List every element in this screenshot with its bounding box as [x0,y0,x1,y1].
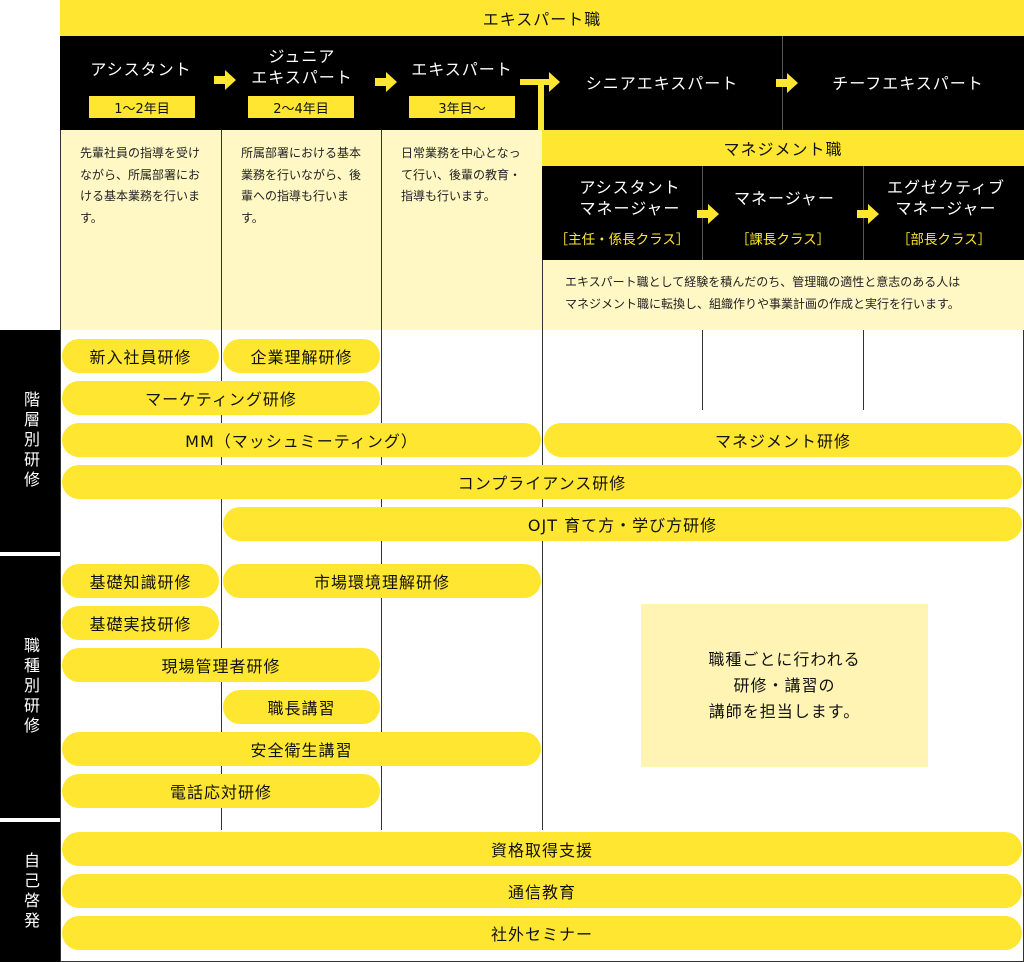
stage-assistant-years: 1〜2年目 [114,101,170,117]
section-job-type-label: 職種別研修 [21,637,40,737]
stage-junior-expert-title-2: エキスパート [251,68,353,87]
role-manager: マネージャー [712,188,857,209]
training-external-seminar: 社外セミナー [62,916,1022,950]
training-foreman: 職長講習 [223,690,380,724]
section-self-development: 自己啓発 [0,822,60,962]
training-ojt: OJT 育て方・学び方研修 [223,507,1022,541]
section-hierarchical-label: 階層別研修 [21,391,40,491]
job-type-note-line-3: 講師を担当します。 [708,701,861,721]
grid-line [702,330,703,410]
section-job-type: 職種別研修 [0,556,60,818]
role-executive-manager: エグゼクティブ マネージャー [872,177,1020,219]
stage-chief-expert: チーフエキスパート [800,72,1016,94]
management-track-header: マネジメント職 [542,130,1024,166]
arrow-right-icon [776,73,798,93]
job-type-note: 職種ごとに行われる 研修・講習の 講師を担当します。 [641,604,928,767]
stage-expert-title: エキスパート [411,59,513,79]
arrow-right-icon [214,70,236,90]
training-safety-health: 安全衛生講習 [62,732,541,766]
stage-junior-expert-years: 2〜4年目 [273,101,329,117]
job-type-note-line-2: 研修・講習の [733,675,836,695]
grid-line [60,130,61,962]
management-track-title: マネジメント職 [723,140,843,159]
stage-junior-expert-desc: 所属部署における基本業務を行いながら、後輩への指導も行います。 [241,146,362,225]
section-hierarchical: 階層別研修 [0,330,60,552]
stage-senior-expert-title: シニアエキスパート [585,73,739,93]
arrow-right-icon [375,72,397,92]
management-desc-line-2: マネジメント職に転換し、組織作りや事業計画の作成と実行を行います。 [565,296,960,311]
stage-junior-expert-badge: 2〜4年目 [248,96,354,118]
stage-junior-expert-title-1: ジュニア [268,47,336,66]
stage-expert-badge: 3年目〜 [409,96,515,118]
stage-senior-expert: シニアエキスパート [542,72,782,94]
training-site-manager: 現場管理者研修 [62,648,380,682]
stage-expert-years: 3年目〜 [438,101,486,117]
training-basic-skills: 基礎実技研修 [62,606,219,640]
training-corporate-understanding: 企業理解研修 [223,339,380,373]
stage-expert-desc: 日常業務を中心となって行い、後輩の教育・指導も行います。 [401,146,522,203]
role-assistant-manager-title-2: マネージャー [579,199,681,218]
expert-track-header: エキスパート職 [60,0,1024,36]
role-assistant-manager-title-1: アシスタント [579,178,681,197]
section-self-development-label: 自己啓発 [21,852,40,932]
grid-line [863,330,864,410]
stage-junior-expert: ジュニア エキスパート [222,46,382,90]
role-executive-manager-class: ［部長クラス］ [896,232,992,248]
training-compliance: コンプライアンス研修 [62,465,1022,499]
arrow-right-icon [697,204,719,224]
grid-line [542,260,543,830]
role-manager-class: ［課長クラス］ [735,232,831,248]
stage-assistant-desc: 先輩社員の指導を受けながら、所属部署における基本業務を行います。 [80,146,201,225]
management-desc-area [542,260,1024,330]
training-phone-handling: 電話応対研修 [62,774,380,808]
training-correspondence: 通信教育 [62,874,1022,908]
stage-chief-expert-title: チーフエキスパート [832,73,984,93]
stage-assistant-badge: 1〜2年目 [89,96,195,118]
training-mm: MM（マッシュミーティング） [62,423,541,457]
stage-assistant: アシスタント [60,58,222,80]
role-assistant-manager: アシスタント マネージャー [560,177,700,219]
stage-assistant-title: アシスタント [90,59,192,79]
management-desc: エキスパート職として経験を積んだのち、管理職の適性と意志のある人は マネジメント… [565,272,1015,315]
training-marketing: マーケティング研修 [62,381,380,415]
management-band [542,166,1024,260]
training-basic-knowledge: 基礎知識研修 [62,564,219,598]
stage-desc-area [60,130,542,330]
role-manager-title: マネージャー [734,189,835,208]
expert-track-title: エキスパート職 [482,10,602,29]
stage-expert: エキスパート [382,58,542,80]
job-type-note-line-1: 職種ごとに行われる [708,649,861,669]
arrow-right-icon [857,204,879,224]
role-executive-manager-title-2: マネージャー [895,199,997,218]
training-market-environment: 市場環境理解研修 [223,564,541,598]
role-assistant-manager-class: ［主任・係長クラス］ [554,232,690,248]
role-executive-manager-title-1: エグゼクティブ [886,178,1006,197]
training-management: マネジメント研修 [544,423,1022,457]
training-qualification: 資格取得支援 [62,832,1022,866]
branch-connector [520,79,544,85]
management-desc-line-1: エキスパート職として経験を積んだのち、管理職の適性と意志のある人は [565,275,961,289]
arrow-right-icon [540,72,560,92]
training-new-hire: 新入社員研修 [62,339,219,373]
